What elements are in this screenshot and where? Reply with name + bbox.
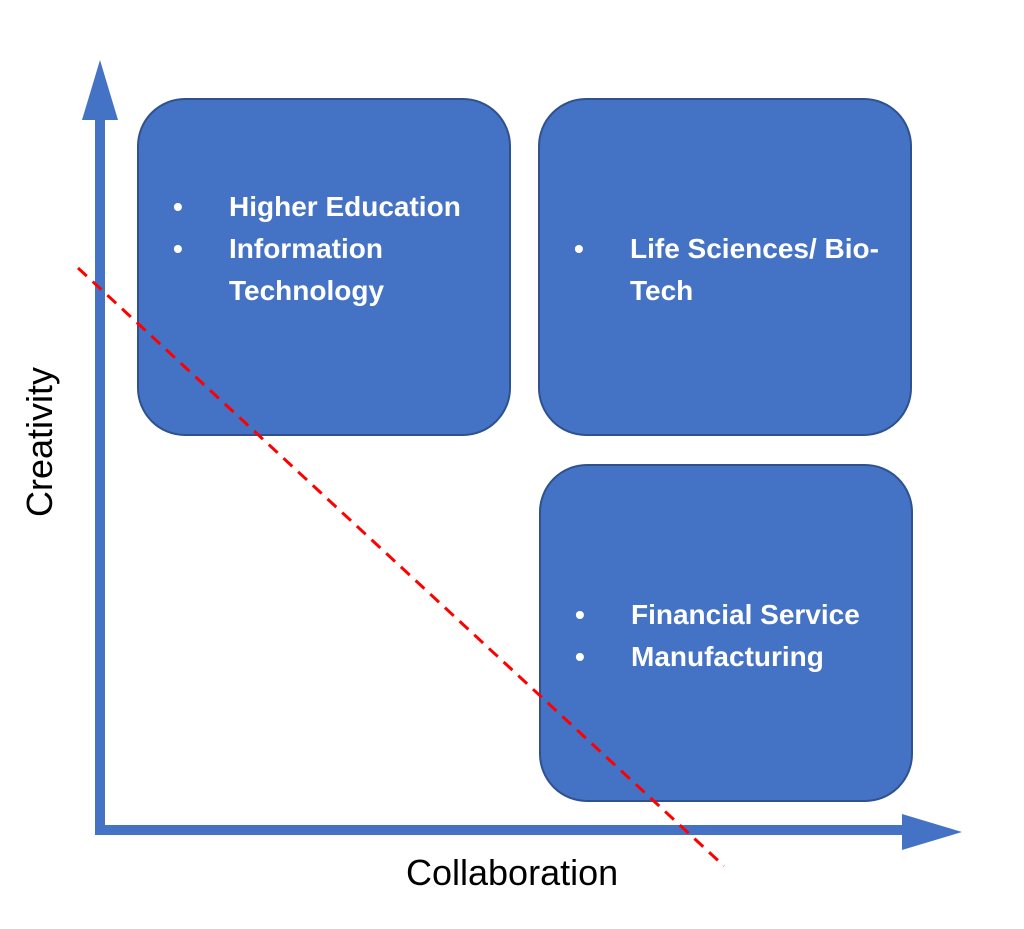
quadrant-box-bottom-right: Financial Service Manufacturing [539,464,913,802]
y-axis-arrowhead [82,60,118,120]
quadrant-list: Life Sciences/ Bio-Tech [574,228,894,312]
list-item: Information Technology [173,228,473,312]
y-axis-label: Creativity [19,366,60,518]
list-item: Financial Service [575,594,905,636]
quadrant-list: Higher Education Information Technology [173,186,473,312]
list-item: Manufacturing [575,636,905,678]
list-item: Life Sciences/ Bio-Tech [574,228,894,312]
x-axis-arrowhead [902,814,962,850]
list-item: Higher Education [173,186,473,228]
quadrant-list: Financial Service Manufacturing [575,594,905,678]
x-axis-label: Collaboration [406,852,619,893]
quadrant-box-top-right: Life Sciences/ Bio-Tech [538,98,912,436]
quadrant-box-top-left: Higher Education Information Technology [137,98,511,436]
